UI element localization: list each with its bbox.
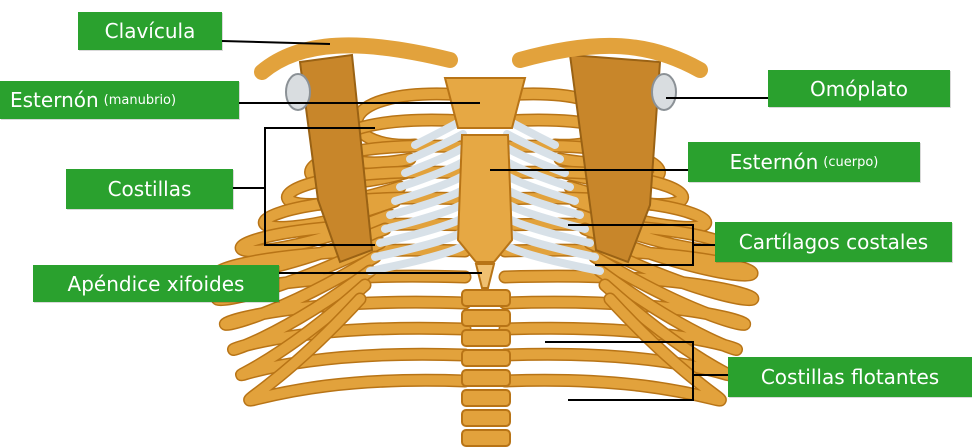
label-esternon-cuerpo-main: Esternón	[730, 152, 819, 172]
label-costillas-flotantes: Costillas flotantes	[728, 357, 972, 397]
label-cartilagos-costales-text: Cartílagos costales	[739, 232, 928, 252]
vertebra	[462, 290, 510, 306]
vertebra	[462, 410, 510, 426]
label-clavicula-text: Clavícula	[105, 21, 196, 41]
vertebra	[462, 350, 510, 366]
label-apendice-xifoides-text: Apéndice xifoides	[68, 274, 245, 294]
label-esternon-manubrio-sub: (manubrio)	[104, 94, 176, 107]
xiphoid-process	[476, 264, 494, 288]
label-esternon-cuerpo-sub: (cuerpo)	[823, 156, 878, 169]
label-esternon-manubrio: Esternón (manubrio)	[0, 81, 239, 119]
label-clavicula: Clavícula	[78, 12, 222, 50]
right-shoulder-joint	[652, 74, 676, 110]
label-esternon-manubrio-main: Esternón	[10, 90, 99, 110]
label-omoplato-text: Omóplato	[810, 79, 908, 99]
left-shoulder-joint	[286, 74, 310, 110]
spine	[462, 290, 510, 446]
vertebra	[462, 310, 510, 326]
label-costillas: Costillas	[66, 169, 233, 209]
label-cartilagos-costales: Cartílagos costales	[715, 222, 952, 262]
label-costillas-flotantes-text: Costillas flotantes	[761, 367, 939, 387]
sternum-body	[458, 135, 512, 262]
vertebra	[462, 430, 510, 446]
left-clavicle	[262, 45, 450, 72]
label-esternon-cuerpo: Esternón (cuerpo)	[688, 142, 920, 182]
vertebra	[462, 390, 510, 406]
label-apendice-xifoides: Apéndice xifoides	[33, 265, 279, 302]
vertebra	[462, 370, 510, 386]
label-omoplato: Omóplato	[768, 70, 950, 107]
vertebra	[462, 330, 510, 346]
label-costillas-text: Costillas	[108, 179, 192, 199]
